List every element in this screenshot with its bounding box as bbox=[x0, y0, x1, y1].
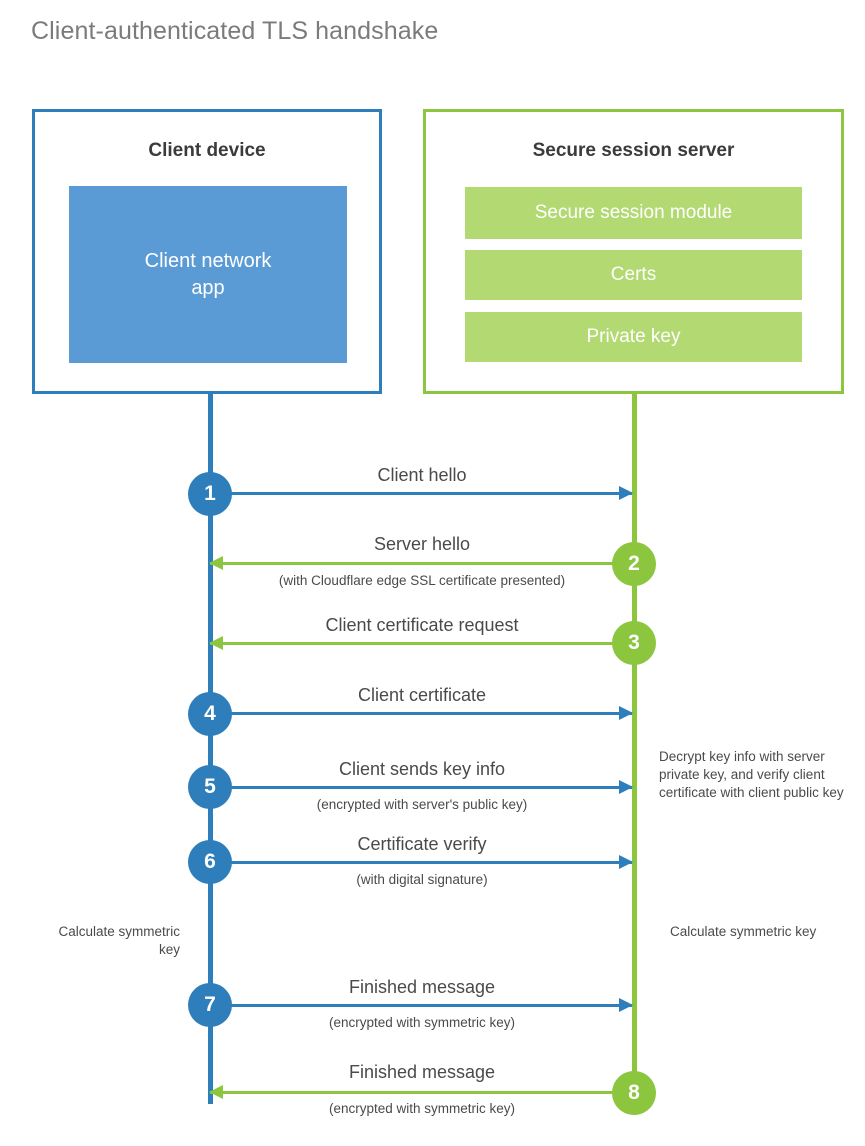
step-6-arrow bbox=[210, 855, 633, 869]
step-3-marker: 3 bbox=[612, 621, 656, 665]
step-3-label: Client certificate request bbox=[325, 615, 519, 635]
step-1-marker: 1 bbox=[188, 472, 232, 516]
step-7-number: 7 bbox=[204, 993, 216, 1016]
server-calculate-symmetric-key-note: Calculate symmetric key bbox=[670, 924, 817, 939]
step-8-label: Finished message bbox=[348, 1062, 496, 1082]
client-device-title: Client device bbox=[148, 140, 266, 161]
step-4-label: Client certificate bbox=[357, 685, 487, 705]
client-lifeline bbox=[208, 392, 213, 1104]
step-3-arrow bbox=[209, 636, 632, 650]
secure-session-server-box: Secure session server Secure session mod… bbox=[423, 109, 844, 394]
step-6-marker: 6 bbox=[188, 840, 232, 884]
step-2-marker: 2 bbox=[612, 542, 656, 586]
step-2-sublabel: (with Cloudflare edge SSL certificate pr… bbox=[278, 573, 566, 588]
secure-session-server-title: Secure session server bbox=[532, 140, 735, 161]
server-lifeline bbox=[632, 392, 637, 1095]
step-3-number: 3 bbox=[628, 631, 640, 654]
server-decrypt-note: Decrypt key info with server private key… bbox=[659, 749, 844, 800]
server-bar-label: Certs bbox=[610, 264, 657, 285]
step-8-marker: 8 bbox=[612, 1071, 656, 1115]
step-6-sublabel: (with digital signature) bbox=[356, 872, 488, 887]
step-1-number: 1 bbox=[204, 482, 216, 505]
step-7-arrow bbox=[210, 998, 633, 1012]
server-component-private-key: Private key bbox=[465, 312, 802, 362]
step-5-number: 5 bbox=[204, 775, 216, 798]
server-bar-label: Secure session module bbox=[534, 202, 733, 223]
step-8-number: 8 bbox=[628, 1081, 640, 1104]
step-7-marker: 7 bbox=[188, 983, 232, 1027]
step-6-number: 6 bbox=[204, 850, 216, 873]
step-2-label: Server hello bbox=[373, 534, 471, 554]
step-8-sublabel: (encrypted with symmetric key) bbox=[328, 1101, 516, 1116]
server-component-certs: Certs bbox=[465, 250, 802, 300]
step-1-label: Client hello bbox=[377, 465, 467, 485]
step-5-arrow bbox=[210, 780, 633, 794]
step-2-number: 2 bbox=[628, 552, 640, 575]
step-5-label: Client sends key info bbox=[338, 759, 506, 779]
step-7-sublabel: (encrypted with symmetric key) bbox=[328, 1015, 516, 1030]
server-component-secure-session-module: Secure session module bbox=[465, 187, 802, 239]
step-1-arrow bbox=[210, 486, 633, 500]
step-5-marker: 5 bbox=[188, 765, 232, 809]
step-5-sublabel: (encrypted with server's public key) bbox=[316, 797, 528, 812]
step-4-marker: 4 bbox=[188, 692, 232, 736]
step-7-label: Finished message bbox=[348, 977, 496, 997]
step-4-arrow bbox=[210, 706, 633, 720]
client-calculate-symmetric-key-note: Calculate symmetric key bbox=[58, 924, 180, 957]
server-bar-label: Private key bbox=[586, 326, 681, 347]
step-8-arrow bbox=[209, 1085, 632, 1099]
step-2-arrow bbox=[209, 556, 632, 570]
step-4-number: 4 bbox=[204, 702, 216, 725]
page-title: Client-authenticated TLS handshake bbox=[31, 17, 439, 45]
step-6-label: Certificate verify bbox=[357, 834, 487, 854]
